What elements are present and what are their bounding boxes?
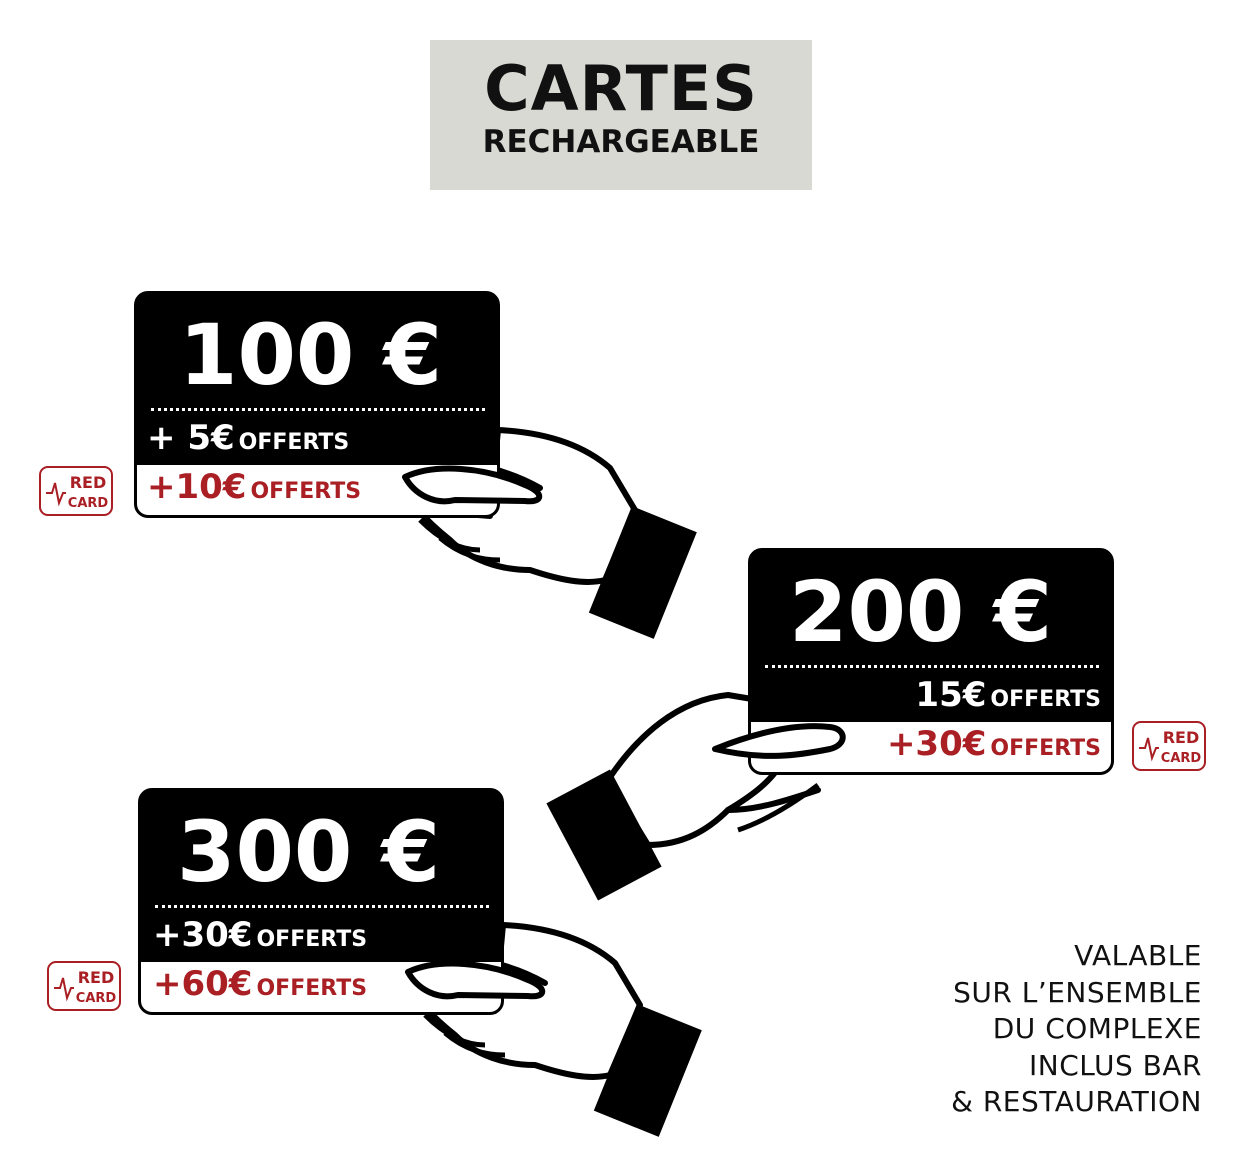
badge-text-top: RED: [1163, 728, 1200, 747]
card-bonus: 15€OFFERTS: [915, 675, 1101, 715]
badge-text-bottom: CARD: [1161, 751, 1202, 766]
red-card-badge: RED CARD: [39, 466, 113, 516]
badge-text-top: RED: [78, 968, 115, 987]
card-bonus: + 5€OFFERTS: [147, 418, 350, 458]
card-amount: 300 €: [177, 803, 441, 901]
header-box: CARTES RECHARGEABLE: [430, 40, 812, 190]
card-amount: 200 €: [789, 563, 1053, 661]
red-offer: +10€OFFERTS: [147, 467, 362, 507]
hand-icon: [546, 692, 821, 901]
badge-text-bottom: CARD: [76, 991, 117, 1006]
red-offer: +30€OFFERTS: [886, 724, 1101, 764]
tagline-line: DU COMPLEXE: [992, 1012, 1202, 1045]
tagline-line: & RESTAURATION: [951, 1085, 1202, 1118]
badge-text-bottom: CARD: [68, 496, 109, 511]
card-divider: [155, 905, 489, 908]
badge-text-top: RED: [70, 473, 107, 492]
card-divider: [765, 665, 1099, 668]
red-offer: +60€OFFERTS: [153, 964, 368, 1004]
hand-thumb-icon: [712, 723, 846, 759]
validity-tagline: VALABLE SUR L’ENSEMBLE DU COMPLEXE INCLU…: [900, 938, 1202, 1121]
page-subtitle: RECHARGEABLE: [482, 124, 760, 160]
card-bonus: +30€OFFERTS: [153, 915, 368, 955]
red-card-badge: RED CARD: [1132, 721, 1206, 771]
red-card-badge: RED CARD: [47, 961, 121, 1011]
hand-thumb-icon: [402, 465, 543, 505]
tagline-line: INCLUS BAR: [1029, 1048, 1202, 1082]
card-amount: 100 €: [179, 306, 443, 404]
page-title: CARTES: [484, 52, 758, 125]
hand-thumb-icon: [405, 960, 546, 1000]
tagline-line: VALABLE: [1074, 939, 1202, 972]
card-divider: [151, 408, 485, 411]
tagline-line: SUR L’ENSEMBLE: [953, 975, 1202, 1009]
